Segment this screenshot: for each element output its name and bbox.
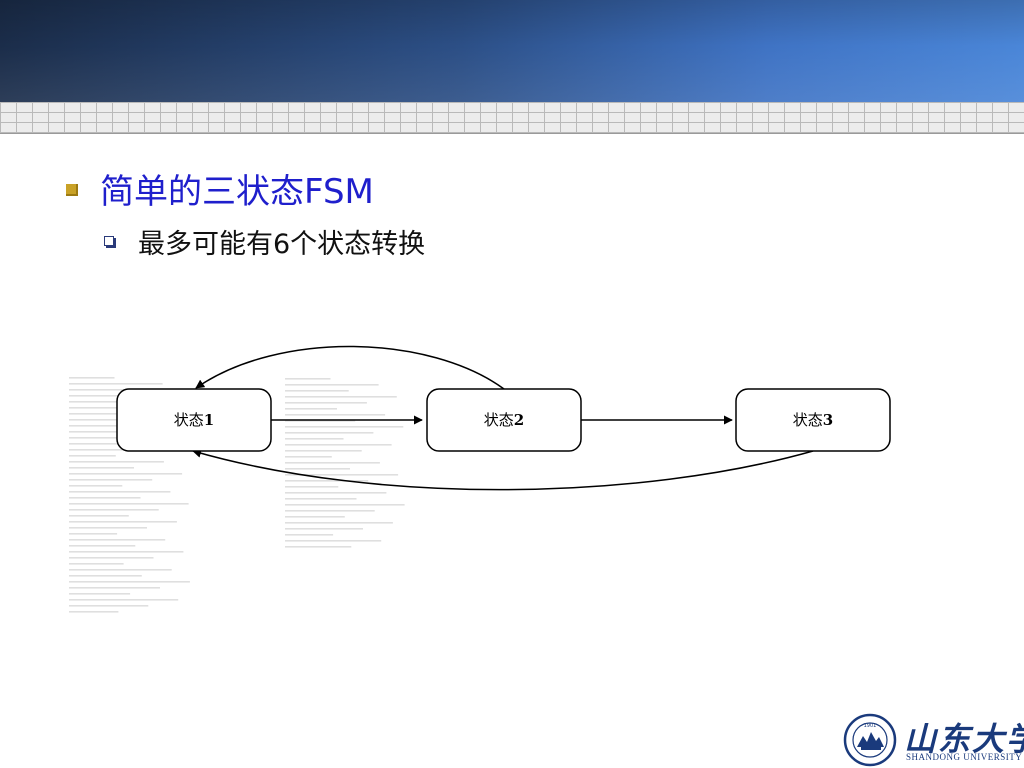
faint-text-line [69, 581, 190, 583]
faint-background-text [68, 376, 405, 616]
faint-text-line [285, 540, 382, 542]
faint-text-line [69, 551, 184, 553]
faint-text-line [69, 461, 164, 463]
faint-text-line [69, 509, 159, 511]
faint-text-line [69, 539, 166, 541]
faint-text-line [285, 492, 387, 494]
faint-text-line [69, 605, 149, 607]
state-node-2: 状态2 [426, 388, 582, 452]
faint-text-line [285, 522, 393, 524]
faint-text-line [285, 384, 379, 386]
faint-text-line [285, 462, 380, 464]
faint-text-line [69, 431, 158, 433]
header-band [0, 0, 1024, 102]
faint-text-line [69, 389, 133, 391]
faint-text-line [285, 450, 362, 452]
university-seal-icon: 1901 [843, 713, 897, 767]
faint-text-line [69, 467, 134, 469]
faint-text-line [69, 491, 171, 493]
faint-text-line [69, 443, 176, 445]
svg-text:状态3: 状态3 [793, 411, 833, 429]
svg-text:状态1: 状态1 [174, 411, 214, 429]
faint-text-line [285, 432, 374, 434]
faint-text-line [285, 516, 345, 518]
faint-text-line [285, 390, 349, 392]
faint-text-line [69, 479, 153, 481]
faint-text-line [69, 485, 123, 487]
faint-text-line [69, 377, 115, 379]
faint-text-line [285, 408, 337, 410]
bullet-square-icon [66, 184, 78, 196]
edge-s3-to-s1 [192, 448, 814, 491]
state-node-1: 状态1 [116, 388, 272, 452]
faint-text-line [69, 503, 189, 505]
faint-text-line [285, 486, 339, 488]
faint-text-line [285, 438, 344, 440]
faint-text-line [285, 480, 369, 482]
faint-text-line [69, 611, 119, 613]
faint-text-line [285, 378, 331, 380]
faint-text-line [69, 395, 181, 397]
faint-text-line [285, 426, 404, 428]
faint-text-line [69, 527, 147, 529]
state-node-3-label-num: 3 [823, 411, 833, 429]
faint-text-line [69, 449, 146, 451]
logo-name-en: SHANDONG UNIVERSITY [906, 752, 1023, 762]
faint-text-line [285, 534, 334, 536]
faint-text-line [69, 563, 124, 565]
faint-text-line [69, 401, 151, 403]
bullet-checkbox-icon [104, 236, 114, 246]
seal-year: 1901 [864, 723, 877, 729]
logo-name-cn: 山东大学 [904, 720, 1024, 758]
header-grid-strip [0, 102, 1024, 134]
faint-text-line [285, 504, 405, 506]
faint-text-line [69, 473, 183, 475]
faint-text-line [285, 444, 392, 446]
faint-text-line [69, 413, 170, 415]
faint-text-line [69, 455, 116, 457]
faint-text-line [69, 587, 160, 589]
faint-text-line [69, 557, 154, 559]
faint-text-line [69, 599, 179, 601]
faint-text-line [69, 425, 188, 427]
faint-text-line [69, 383, 163, 385]
faint-text-line [285, 420, 356, 422]
edge-s2-to-s1 [195, 345, 505, 390]
faint-text-line [285, 456, 332, 458]
faint-text-line [69, 575, 142, 577]
faint-text-line [69, 521, 177, 523]
svg-text:状态2: 状态2 [484, 411, 524, 429]
state-node-1-label-prefix: 状态 [174, 411, 204, 429]
faint-text-line [69, 545, 136, 547]
faint-text-line [69, 437, 128, 439]
faint-text-line [285, 414, 386, 416]
bullet-level2-text: 最多可能有6个状态转换 [138, 229, 426, 260]
faint-text-line [285, 546, 352, 548]
state-node-1-label-num: 1 [204, 411, 214, 429]
state-node-3: 状态3 [735, 388, 891, 452]
faint-text-line [69, 497, 141, 499]
faint-text-line [69, 407, 121, 409]
faint-text-line [69, 569, 172, 571]
faint-text-line [285, 498, 357, 500]
state-node-3-label-prefix: 状态 [793, 411, 823, 429]
faint-text-line [285, 474, 399, 476]
faint-text-line [285, 468, 350, 470]
university-logo: 1901 山东大学 SHANDONG UNIVERSITY [842, 712, 1024, 768]
faint-text-line [69, 533, 118, 535]
faint-text-line [285, 402, 367, 404]
faint-text-line [69, 515, 129, 517]
faint-text-line [285, 396, 397, 398]
faint-text-line [285, 510, 375, 512]
state-node-2-label-prefix: 状态 [484, 411, 514, 429]
bullet-level1-text: 简单的三状态FSM [100, 172, 374, 212]
faint-text-line [69, 419, 140, 421]
faint-text-line [69, 593, 131, 595]
state-node-2-label-num: 2 [514, 411, 524, 429]
faint-text-line [285, 528, 363, 530]
